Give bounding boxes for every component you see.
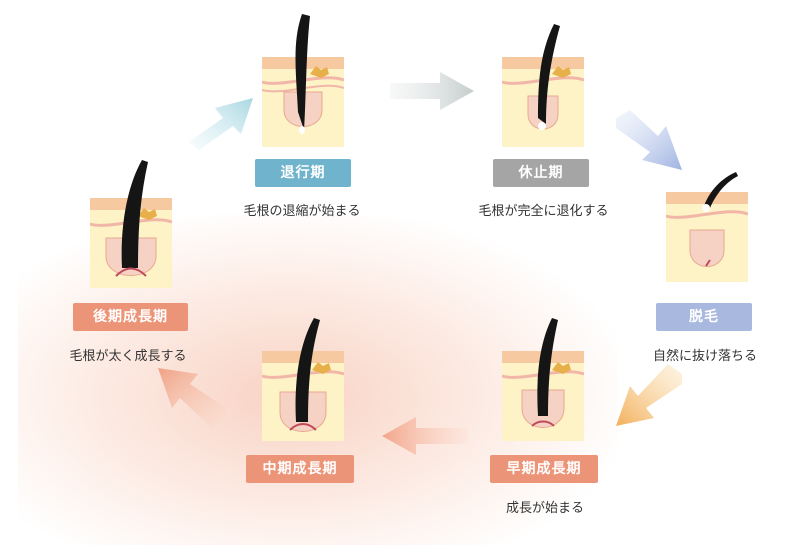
arrow-soki-to-chuki xyxy=(382,417,468,455)
stage-label: 脱毛 xyxy=(656,303,752,331)
stage-label: 退行期 xyxy=(255,159,351,187)
hair-follicle-icon xyxy=(666,170,748,282)
hair-follicle-icon xyxy=(262,316,344,441)
hair-follicle-icon xyxy=(502,316,584,441)
hair-follicle-icon xyxy=(262,12,344,147)
arrow-kyushiki-to-datsumo xyxy=(616,110,682,170)
arrow-koki-to-taikoki xyxy=(189,98,253,150)
stage-label: 中期成長期 xyxy=(246,455,354,483)
arrow-taikoki-to-kyushiki xyxy=(390,72,474,110)
stage-label: 休止期 xyxy=(493,159,589,187)
hair-follicle-icon xyxy=(90,158,172,288)
hair-follicle-icon xyxy=(502,22,584,147)
stage-description: 自然に抜け落ちる xyxy=(652,349,757,364)
stage-description: 毛根が完全に退化する xyxy=(478,204,609,219)
arrow-chuki-to-koki xyxy=(158,368,226,428)
stage-description: 毛根の退縮が始まる xyxy=(243,204,361,219)
stage-description: 成長が始まる xyxy=(505,501,584,516)
stage-label: 後期成長期 xyxy=(73,303,188,331)
stage-description: 毛根が太く成長する xyxy=(69,349,187,364)
stage-label: 早期成長期 xyxy=(490,455,598,483)
arrow-datsumo-to-soki xyxy=(616,364,682,426)
